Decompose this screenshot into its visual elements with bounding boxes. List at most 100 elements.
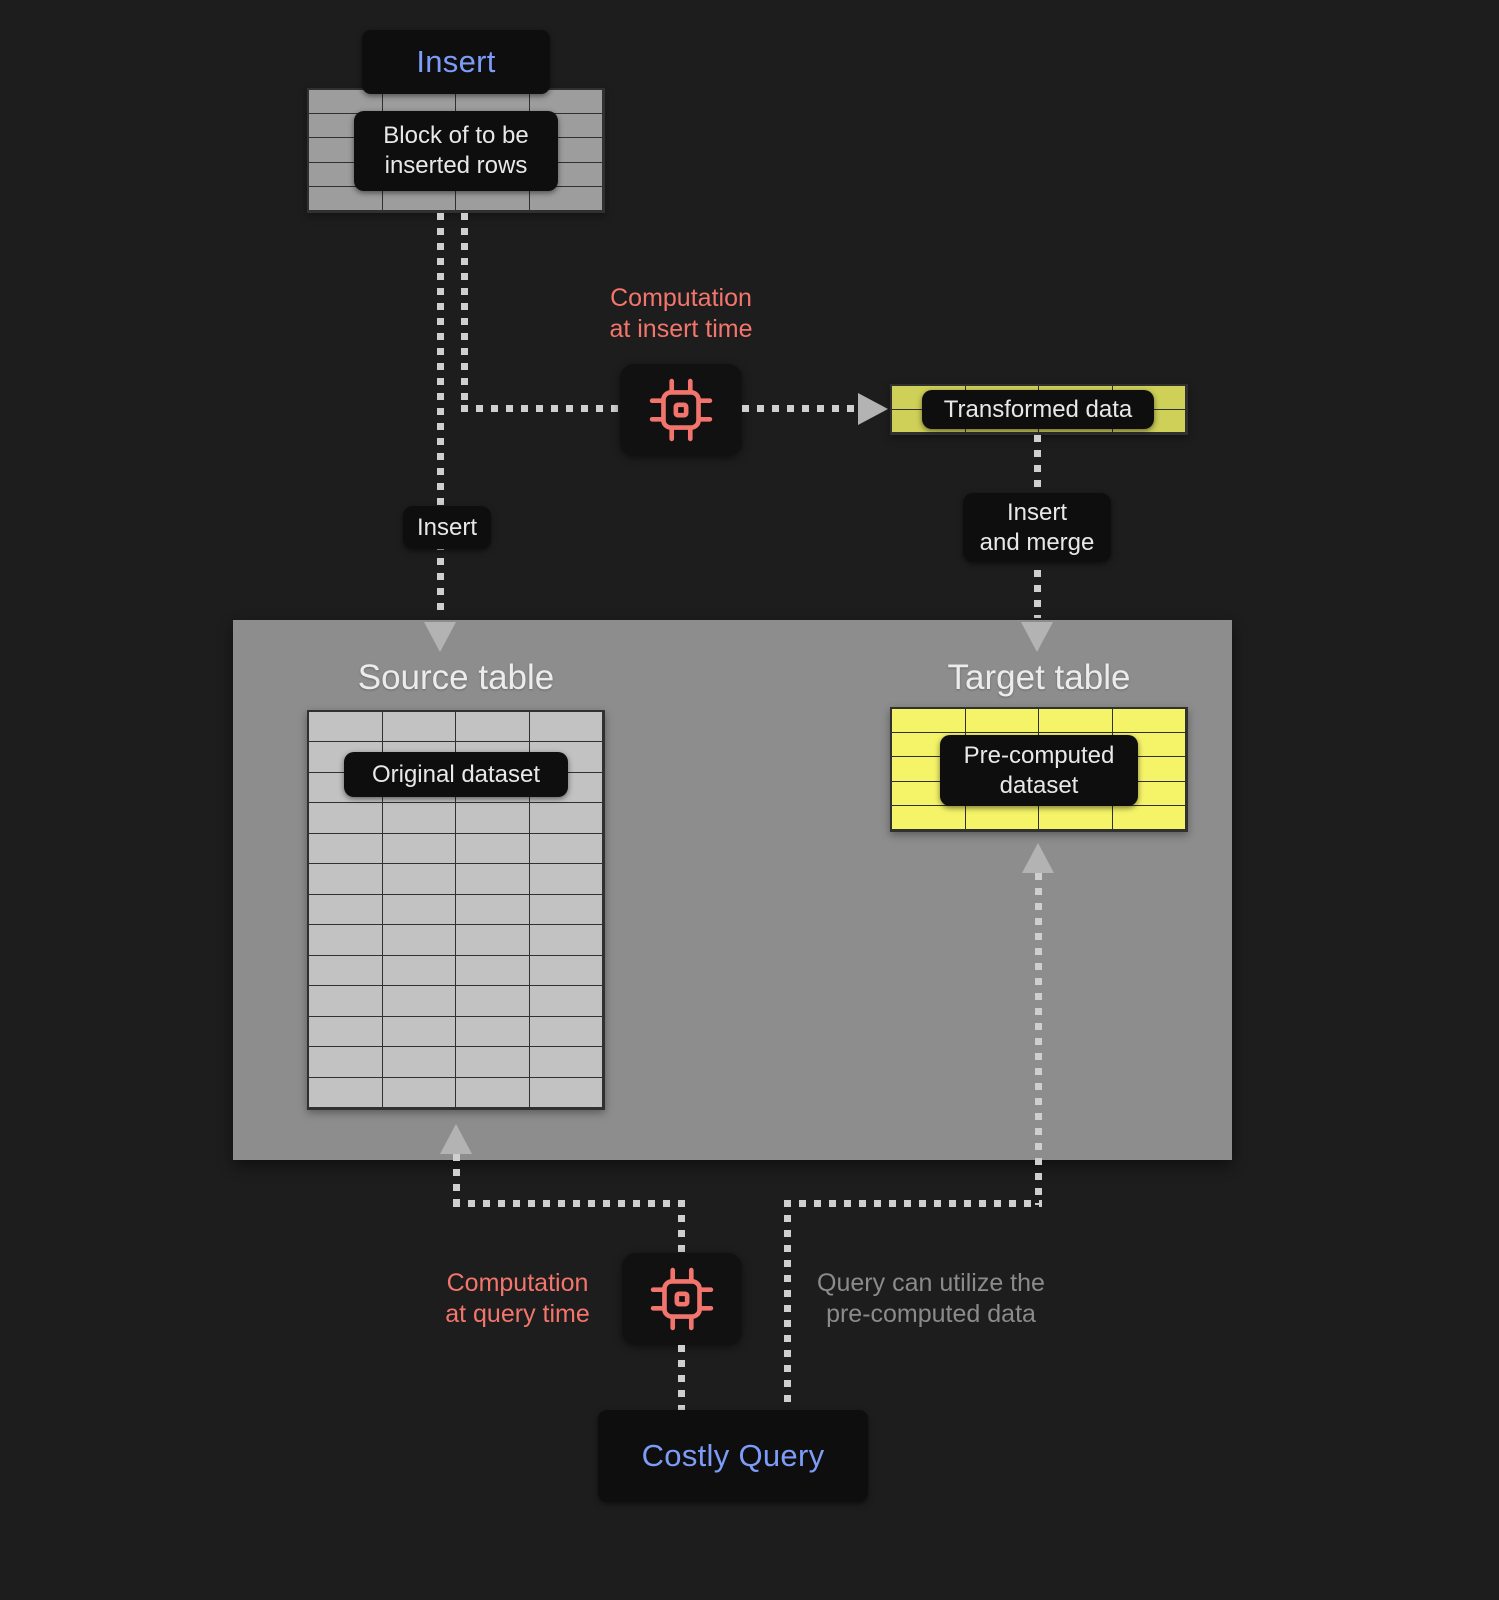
target-table-heading: Target table bbox=[947, 658, 1131, 697]
connector-chip-to-costly bbox=[678, 1345, 685, 1410]
table-cell bbox=[309, 90, 383, 115]
computation-query-note: Computation at query time bbox=[445, 1269, 590, 1329]
insert-title: Insert bbox=[362, 30, 550, 94]
table-cell bbox=[456, 986, 530, 1017]
table-cell bbox=[309, 803, 383, 834]
table-cell bbox=[382, 833, 456, 865]
arrowhead-into-target bbox=[1021, 622, 1053, 652]
connector-costly-right-v bbox=[784, 1200, 791, 1410]
table-cell bbox=[309, 864, 383, 895]
costly-query-label: Costly Query bbox=[641, 1438, 825, 1473]
table-cell bbox=[309, 712, 383, 743]
computation-insert-note: Computation at insert time bbox=[609, 284, 753, 344]
table-cell bbox=[529, 90, 603, 115]
arrowhead-into-source bbox=[424, 622, 456, 652]
table-cell bbox=[529, 1016, 603, 1048]
table-cell bbox=[965, 805, 1039, 830]
table-cell bbox=[382, 712, 456, 743]
connector-query-source-v bbox=[453, 1154, 460, 1205]
table-cell bbox=[456, 1077, 530, 1108]
table-cell bbox=[309, 1047, 383, 1078]
table-cell bbox=[529, 1077, 603, 1108]
table-cell bbox=[529, 114, 603, 139]
table-cell bbox=[309, 925, 383, 956]
table-cell bbox=[456, 1047, 530, 1078]
transformed-data-label: Transformed data bbox=[922, 390, 1154, 429]
table-cell bbox=[1112, 757, 1186, 782]
insert-and-merge-label: Insert and merge bbox=[963, 493, 1111, 562]
table-cell bbox=[1112, 409, 1186, 433]
table-cell bbox=[529, 186, 603, 211]
table-cell bbox=[1112, 781, 1186, 806]
table-cell bbox=[382, 803, 456, 834]
table-cell bbox=[309, 186, 383, 211]
arrowhead-to-transformed bbox=[858, 393, 888, 425]
query-utilize-note: Query can utilize the pre-computed data bbox=[817, 1269, 1045, 1329]
table-cell bbox=[529, 803, 603, 834]
insert-title-label: Insert bbox=[416, 44, 496, 79]
connector-insert-to-computation-v bbox=[461, 213, 468, 409]
table-cell bbox=[382, 925, 456, 956]
cpu-insert-time-icon bbox=[620, 364, 742, 456]
table-cell bbox=[309, 955, 383, 987]
insert-edge-label: Insert bbox=[403, 506, 491, 549]
cpu-icon bbox=[650, 1267, 714, 1331]
table-cell bbox=[1112, 805, 1186, 830]
table-cell bbox=[382, 186, 456, 211]
table-cell bbox=[1039, 805, 1113, 830]
table-cell bbox=[529, 712, 603, 743]
table-cell bbox=[529, 864, 603, 895]
table-cell bbox=[309, 1016, 383, 1048]
table-cell bbox=[382, 955, 456, 987]
cpu-icon bbox=[649, 378, 713, 442]
block-of-rows-label: Block of to be inserted rows bbox=[354, 111, 558, 191]
table-cell bbox=[382, 1077, 456, 1108]
table-cell bbox=[382, 1016, 456, 1048]
table-cell bbox=[965, 709, 1039, 734]
table-cell bbox=[456, 712, 530, 743]
original-dataset-label: Original dataset bbox=[344, 752, 568, 797]
table-cell bbox=[529, 986, 603, 1017]
connector-insert-to-source bbox=[437, 213, 444, 618]
source-table-heading: Source table bbox=[357, 658, 555, 697]
table-cell bbox=[1112, 709, 1186, 734]
arrowhead-query-to-target bbox=[1022, 843, 1054, 873]
arrowhead-query-to-source bbox=[440, 1124, 472, 1154]
costly-query-box: Costly Query bbox=[598, 1410, 868, 1502]
table-cell bbox=[382, 1047, 456, 1078]
table-cell bbox=[1112, 733, 1186, 758]
connector-insert-to-computation-h bbox=[461, 405, 621, 412]
table-cell bbox=[382, 864, 456, 895]
connector-query-target-v bbox=[1035, 873, 1042, 1205]
connector-query-source-h bbox=[453, 1200, 685, 1207]
table-cell bbox=[892, 709, 966, 734]
table-cell bbox=[529, 772, 603, 804]
table-cell bbox=[529, 894, 603, 926]
table-cell bbox=[309, 833, 383, 865]
table-cell bbox=[456, 955, 530, 987]
connector-query-to-chip bbox=[678, 1200, 685, 1253]
table-cell bbox=[456, 186, 530, 211]
table-cell bbox=[456, 803, 530, 834]
table-cell bbox=[529, 138, 603, 163]
precomputed-dataset-label: Pre-computed dataset bbox=[940, 735, 1138, 806]
table-cell bbox=[456, 864, 530, 895]
connector-computation-to-transformed bbox=[742, 405, 858, 412]
table-cell bbox=[309, 894, 383, 926]
table-cell bbox=[456, 894, 530, 926]
table-cell bbox=[529, 162, 603, 187]
cpu-query-time-icon bbox=[622, 1253, 742, 1345]
table-cell bbox=[382, 986, 456, 1017]
table-cell bbox=[529, 955, 603, 987]
table-cell bbox=[309, 1077, 383, 1108]
table-cell bbox=[529, 925, 603, 956]
table-cell bbox=[456, 833, 530, 865]
table-cell bbox=[382, 894, 456, 926]
table-cell bbox=[309, 986, 383, 1017]
table-cell bbox=[456, 1016, 530, 1048]
table-cell bbox=[529, 833, 603, 865]
connector-query-target-h bbox=[784, 1200, 1042, 1207]
table-cell bbox=[529, 1047, 603, 1078]
table-cell bbox=[456, 925, 530, 956]
